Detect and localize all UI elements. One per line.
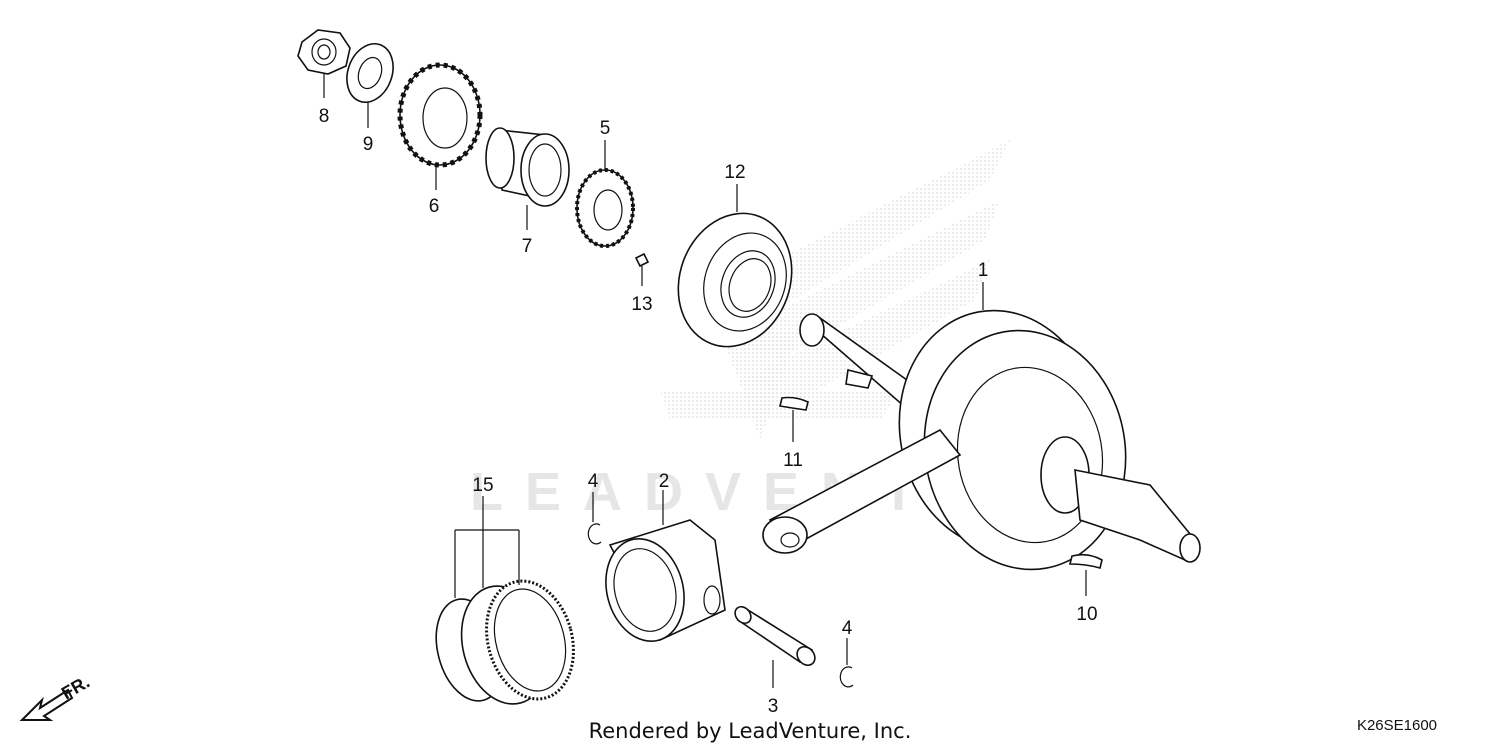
- part-10-woodruff-key[interactable]: [1068, 553, 1103, 569]
- callout-7[interactable]: 7: [522, 236, 533, 257]
- callout-13[interactable]: 13: [631, 294, 652, 315]
- leader-lines: [323, 74, 1087, 688]
- callout-4-bottom[interactable]: 4: [842, 618, 853, 639]
- part-5-timing-sprocket[interactable]: [575, 168, 635, 248]
- part-8-flange-nut[interactable]: [297, 29, 351, 75]
- part-13-key[interactable]: [634, 252, 650, 268]
- callout-15[interactable]: 15: [472, 475, 493, 496]
- callout-4-top[interactable]: 4: [588, 471, 599, 492]
- callout-10[interactable]: 10: [1076, 604, 1097, 625]
- callout-9[interactable]: 9: [363, 134, 374, 155]
- part-4-piston-pin-clip-bottom[interactable]: [839, 666, 854, 688]
- part-2-piston[interactable]: [595, 519, 726, 650]
- part-3-piston-pin[interactable]: [732, 604, 819, 669]
- part-15-piston-ring-set[interactable]: [426, 571, 586, 714]
- callout-3[interactable]: 3: [768, 696, 779, 717]
- credit-text: Rendered by LeadVenture, Inc.: [589, 719, 912, 743]
- part-6-gear[interactable]: [397, 62, 483, 168]
- callout-11[interactable]: 11: [783, 450, 803, 471]
- part-9-washer[interactable]: [339, 37, 401, 108]
- callout-1[interactable]: 1: [978, 260, 989, 281]
- callout-6[interactable]: 6: [429, 196, 440, 217]
- part-12-bearing[interactable]: [660, 197, 810, 362]
- part-7-collar[interactable]: [485, 127, 570, 207]
- callout-8[interactable]: 8: [319, 106, 330, 127]
- part-4-piston-pin-clip-top[interactable]: [587, 523, 602, 545]
- callout-2[interactable]: 2: [659, 471, 670, 492]
- callout-5[interactable]: 5: [600, 118, 611, 139]
- part-11-woodruff-key[interactable]: [779, 396, 809, 411]
- diagram-code: K26SE1600: [1357, 717, 1437, 734]
- callout-12[interactable]: 12: [724, 162, 745, 183]
- part-1-crankshaft[interactable]: [762, 294, 1201, 585]
- front-direction-arrow-icon: FR.: [19, 672, 93, 721]
